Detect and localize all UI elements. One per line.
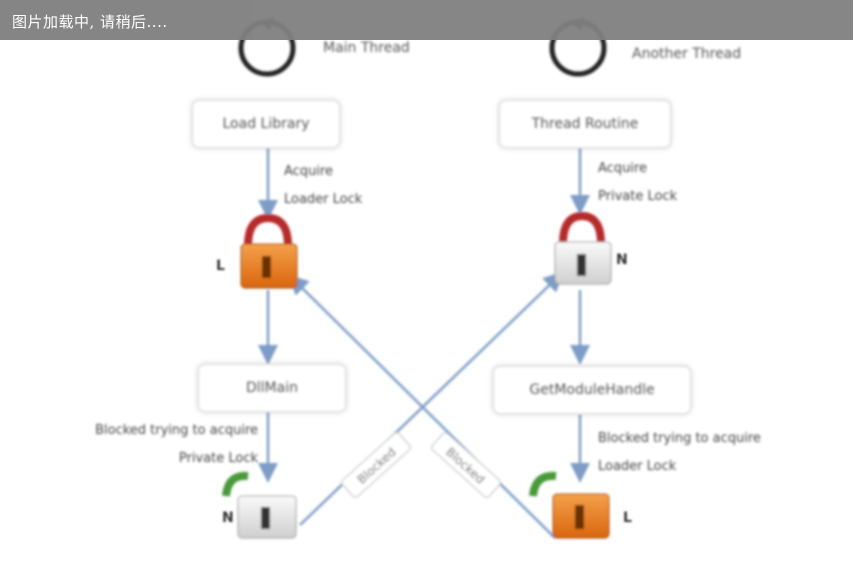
load-library-node: Load Library [192,100,340,148]
getmodulehandle-node: GetModuleHandle [493,366,691,414]
thread-routine-node: Thread Routine [499,100,671,148]
left-acquire-label: Acquire Loader Lock [284,164,363,207]
left-blocked-label: Blocked trying to acquire Private Lock [95,423,258,466]
right-acquire-label: Acquire Private Lock [598,161,678,204]
right-blocked-label: Blocked trying to acquire Loader Lock [598,431,761,474]
private-lock-icon [554,211,612,285]
lock-letter-top-right: N [616,252,628,268]
lock-letter-bottom-right: L [623,510,632,526]
private-lock-icon-blocked [222,471,297,539]
lock-letter-top-left: L [216,258,225,274]
right-thread-label: Another Thread [632,46,742,62]
dllmain-node: DllMain [198,364,346,412]
loading-text: 图片加载中, 请稍后.... [12,13,168,31]
left-thread-label: Main Thread [323,40,410,56]
cross-arrow-to-top-left-lock [288,274,556,539]
loader-lock-icon-blocked [529,471,610,539]
loader-lock-icon [240,213,298,289]
lock-letter-bottom-left: N [222,510,234,526]
image-loading-bar: 图片加载中, 请稍后.... [0,0,853,40]
